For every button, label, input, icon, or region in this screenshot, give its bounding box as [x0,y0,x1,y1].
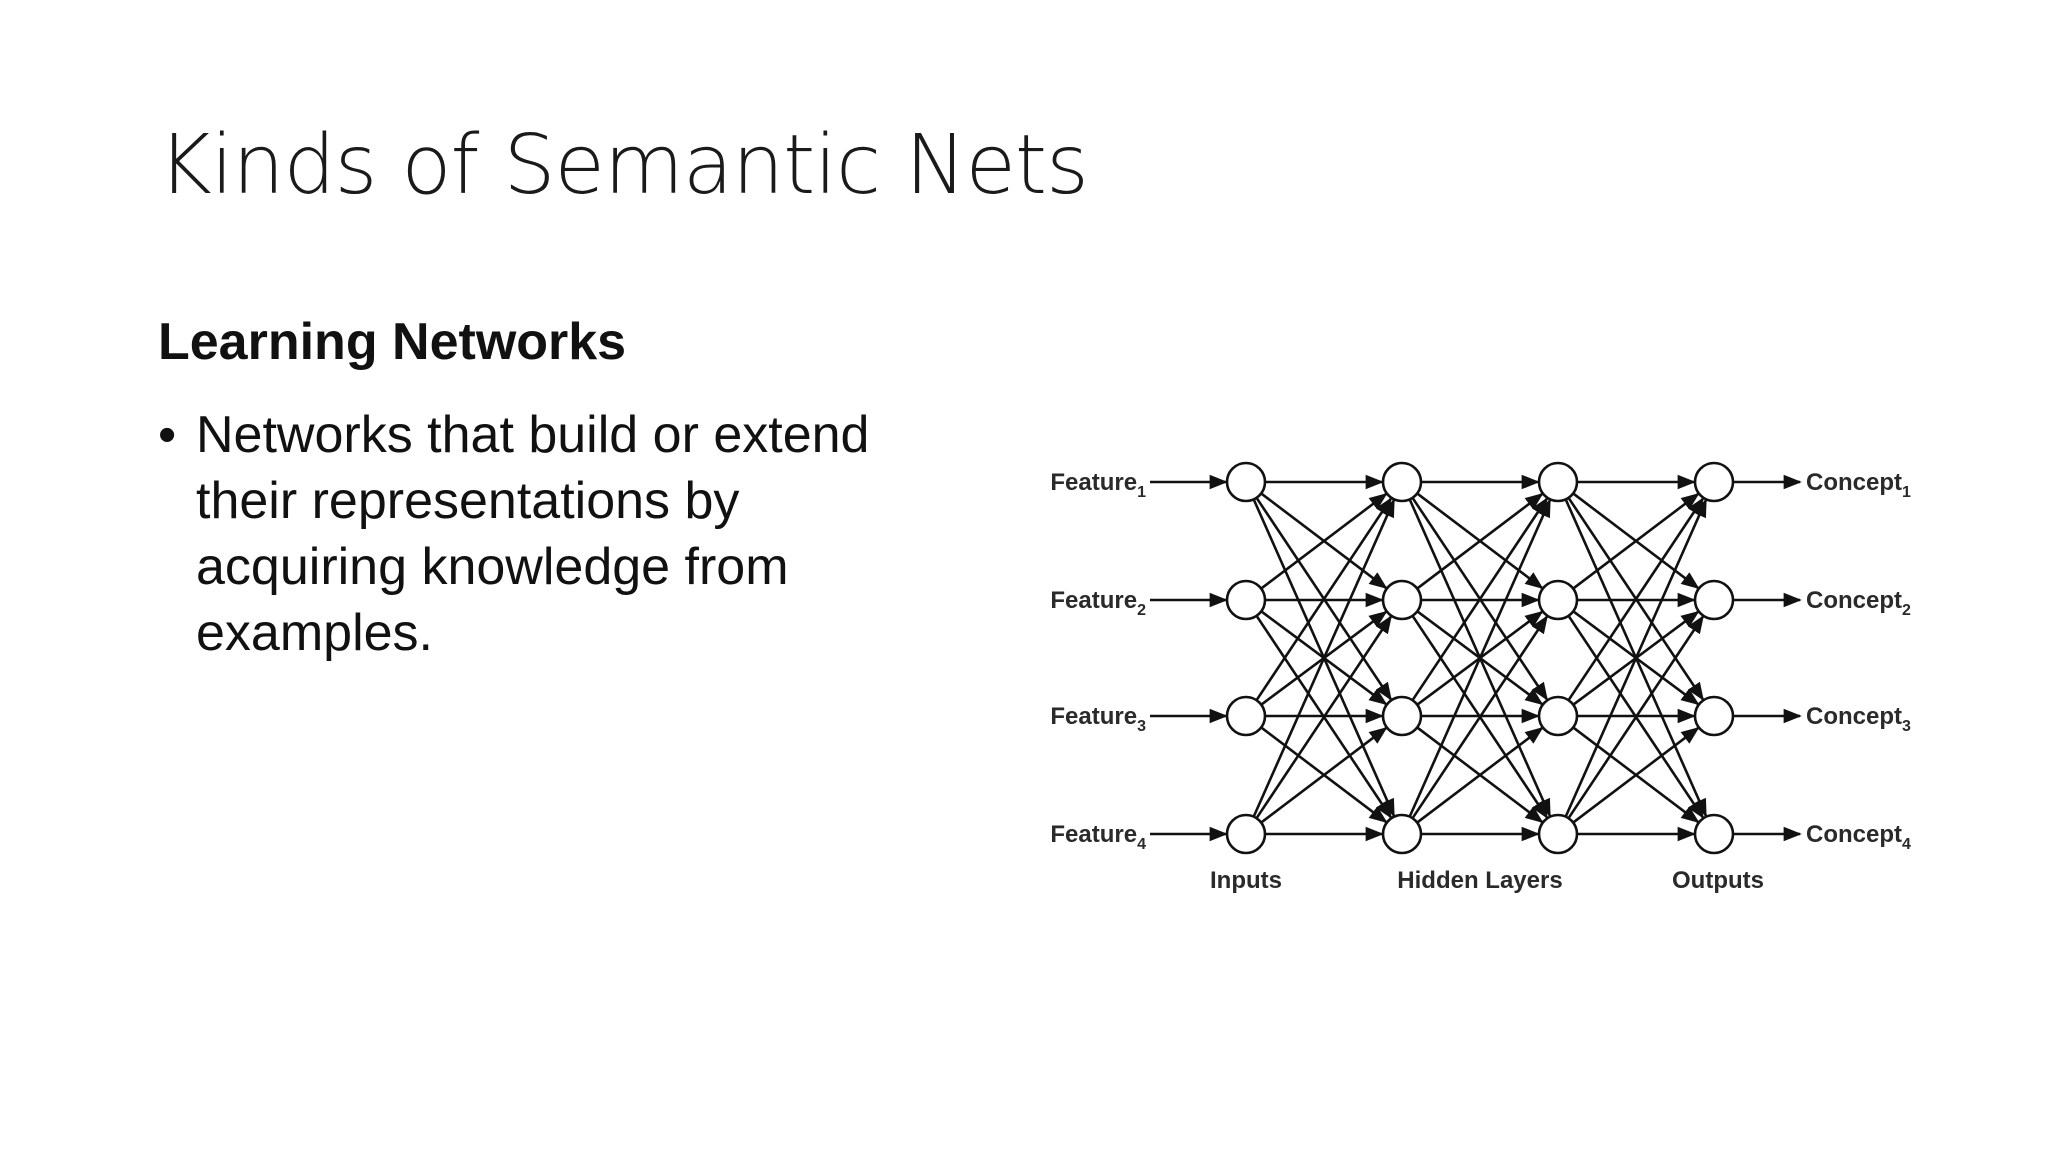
connection-arrow [1260,492,1388,590]
inputs-caption: Inputs [1210,867,1282,894]
feature-label: Feature4 [1050,821,1146,853]
connection-arrow [1411,615,1548,819]
connection-arrow [1416,726,1544,824]
concept-label: Concept1 [1806,469,1911,501]
network-node [1381,813,1423,855]
network-node [1225,461,1267,503]
feature-label: Feature3 [1050,703,1146,735]
feature-label: Feature1 [1050,469,1146,501]
bullet-item: • Networks that build or extend their re… [158,402,958,666]
bullet-marker: • [158,406,177,464]
connection-arrow [1252,498,1396,818]
connection-arrow [1260,726,1388,824]
network-node [1693,461,1735,503]
connection-arrow [1572,492,1700,590]
network-node [1693,813,1735,855]
connection-arrow [1567,615,1704,819]
network-node [1381,695,1423,737]
slide-title: Kinds of Semantic Nets [158,118,1089,213]
connection-arrow [1564,498,1708,818]
network-node [1381,579,1423,621]
connection-edges [1150,474,1802,842]
network-node [1693,579,1735,621]
network-node [1537,579,1579,621]
concept-label: Concept3 [1806,703,1911,735]
network-node [1381,461,1423,503]
concept-label: Concept4 [1806,821,1911,853]
bullet-text: Networks that build or extend their repr… [196,406,870,662]
network-nodes [1225,461,1735,855]
network-node [1537,813,1579,855]
section-heading: Learning Networks [158,313,627,371]
connection-arrow [1572,726,1700,824]
connection-arrow [1408,498,1552,818]
network-node [1225,813,1267,855]
network-node [1225,579,1267,621]
connection-arrow [1255,497,1392,701]
network-node [1537,695,1579,737]
network-node [1693,695,1735,737]
concept-label: Concept2 [1806,587,1911,619]
hidden-layers-caption: Hidden Layers [1397,867,1562,894]
connection-arrow [1411,497,1548,701]
network-node [1225,695,1267,737]
feature-label: Feature2 [1050,587,1146,619]
connection-arrow [1255,615,1392,819]
outputs-caption: Outputs [1672,867,1764,894]
connection-arrow [1416,492,1544,590]
network-node [1537,461,1579,503]
connection-arrow [1567,497,1704,701]
